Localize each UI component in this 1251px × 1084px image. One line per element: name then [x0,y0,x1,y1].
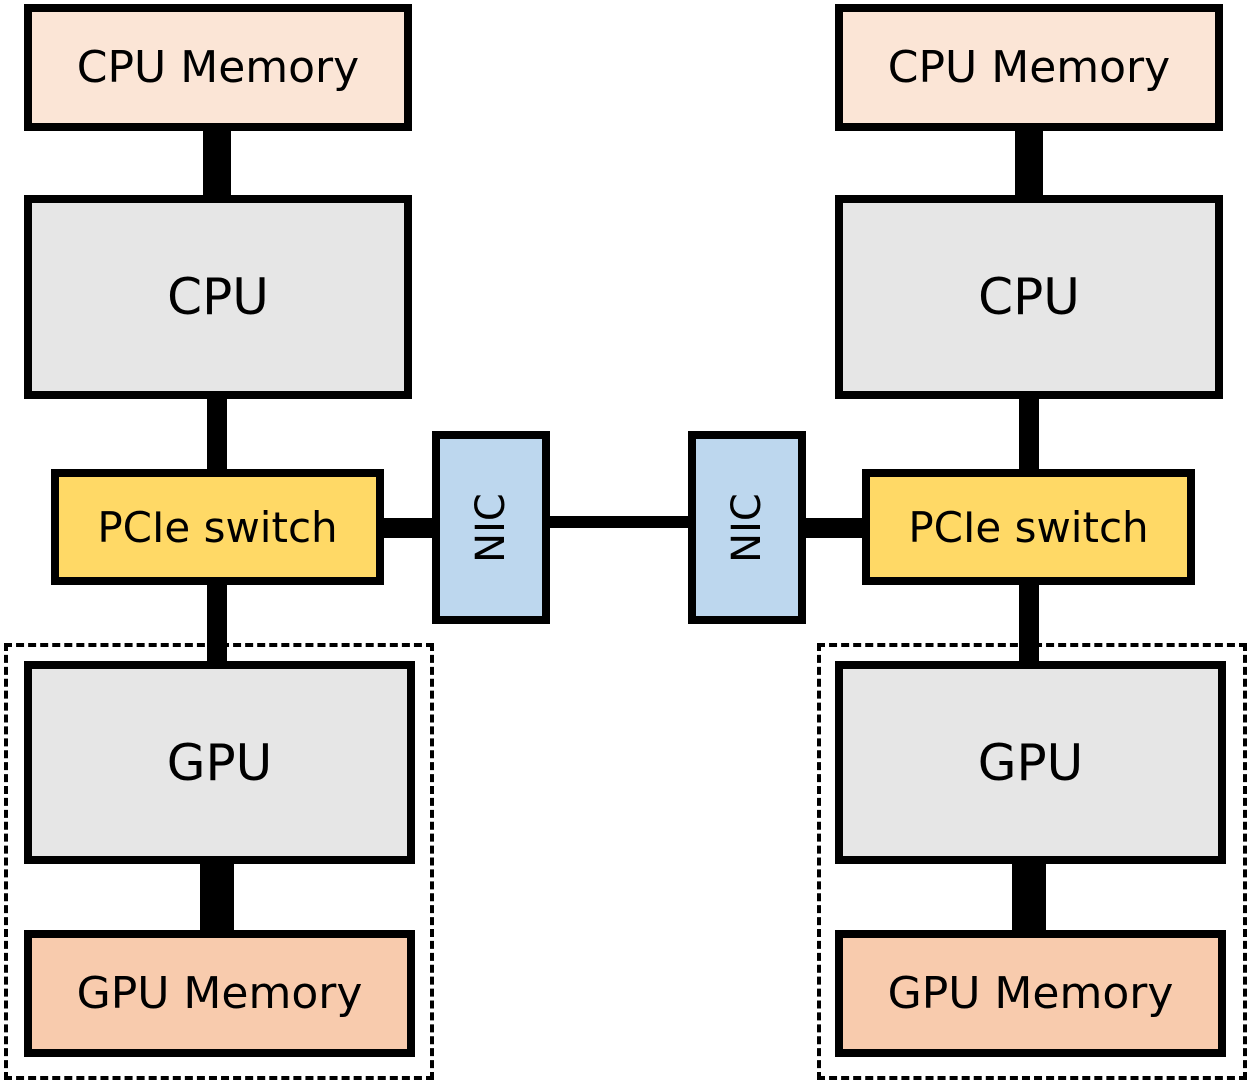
right-cpu-pcie-link [1019,395,1039,473]
nic-network-link [546,516,692,528]
right-gpu-box: GPU [835,661,1226,864]
right-gpu-memory-box: GPU Memory [835,930,1226,1057]
left-pcie-switch-label: PCIe switch [97,502,338,552]
right-nic-label: NIC [724,492,770,563]
right-cpu-label: CPU [978,268,1080,326]
right-cpu-box: CPU [835,195,1223,399]
left-pcie-nic-link [380,518,436,538]
right-gpu-memory-label: GPU Memory [887,968,1174,1019]
left-nic-label: NIC [468,492,514,563]
left-nic-box: NIC [432,431,550,624]
right-gpu-label: GPU [977,733,1084,792]
left-gpu-memory-label: GPU Memory [76,968,363,1019]
right-pcie-switch-label: PCIe switch [908,502,1149,552]
right-cpu-memory-link [1015,127,1043,199]
right-pcie-switch-box: PCIe switch [862,469,1195,585]
left-gpu-box: GPU [24,661,415,864]
left-cpu-label: CPU [167,268,269,326]
left-cpu-memory-box: CPU Memory [24,4,412,131]
left-gpu-memory-box: GPU Memory [24,930,415,1057]
right-cpu-memory-box: CPU Memory [835,4,1223,131]
left-pcie-gpu-link [207,581,227,665]
right-pcie-gpu-link [1019,581,1039,665]
left-cpu-memory-link [203,127,231,199]
right-nic-box: NIC [688,431,806,624]
left-cpu-box: CPU [24,195,412,399]
left-gpu-label: GPU [166,733,273,792]
right-pcie-nic-link [800,518,868,538]
left-cpu-pcie-link [207,395,227,473]
left-cpu-memory-label: CPU Memory [76,42,360,93]
left-pcie-switch-box: PCIe switch [51,469,384,585]
left-gpu-memory-link [200,860,234,934]
right-gpu-memory-link [1012,860,1046,934]
right-cpu-memory-label: CPU Memory [887,42,1171,93]
